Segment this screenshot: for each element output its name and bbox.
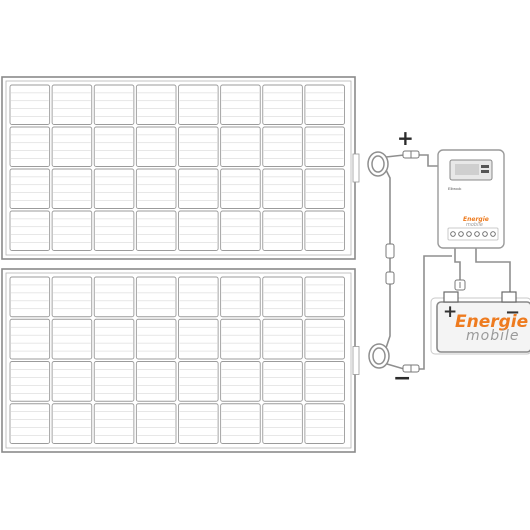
panel-bottom-cell (178, 318, 219, 360)
panel-top-cell (51, 84, 93, 125)
panel-bottom-cell (93, 403, 135, 444)
panel-top-cell (93, 168, 135, 209)
panel-top-cell (93, 84, 135, 125)
panel-bottom-cell (304, 318, 345, 360)
panel-bottom-cell (304, 276, 345, 318)
panel-top-cell (135, 84, 177, 125)
solar-panel-top (1, 76, 360, 260)
battery-brand-logo: Energie (455, 312, 529, 332)
panel-bottom-cell (135, 403, 177, 444)
panel-top-cell (304, 210, 345, 251)
panel-bottom-cell (178, 361, 219, 402)
charge-controller (437, 149, 505, 249)
panel-bottom-cell (51, 361, 93, 402)
panel-top-cell (220, 84, 261, 125)
panel-bottom-cell (304, 361, 345, 402)
panel-top-cell (262, 168, 303, 209)
panel-cable-loop-bottom (368, 343, 390, 369)
panel-bottom-cell (135, 361, 177, 402)
panel-bottom-cell (9, 276, 51, 318)
panel-bottom-cell (93, 276, 135, 318)
panel-top-cell (93, 126, 135, 167)
panel-bottom-cell (262, 318, 303, 360)
controller-model-label: Elbrock (448, 186, 462, 191)
panel-bottom-cell (9, 361, 51, 402)
panel-top-cell (51, 126, 93, 167)
panel-top-cell (9, 210, 51, 251)
panel-top-cell (9, 126, 51, 167)
solar-panel-bottom (1, 268, 360, 453)
panel-bottom-cell (178, 403, 219, 444)
panel-bottom-cell (93, 318, 135, 360)
panel-bottom-cell (51, 318, 93, 360)
panel-top-cell (262, 210, 303, 251)
panel-top-cell (51, 168, 93, 209)
panel-bottom-junction-box (352, 346, 360, 375)
battery-positive-post (443, 291, 459, 303)
panel-bottom-cell (220, 361, 261, 402)
panel-top-cell (304, 168, 345, 209)
wiring (385, 154, 511, 370)
panel-bottom-cell (93, 361, 135, 402)
controller-brand-logo: Energie (463, 216, 489, 223)
panel-top-cell (135, 168, 177, 209)
panel-bottom-cell (262, 276, 303, 318)
battery-negative-post (501, 291, 517, 303)
panel-top-cell (304, 126, 345, 167)
panel-bottom-cell (9, 318, 51, 360)
panel-top-cell (135, 126, 177, 167)
panel-top-cell (51, 210, 93, 251)
panel-bottom-cell (262, 361, 303, 402)
panel-top-cell (304, 84, 345, 125)
panel-bottom-cell (51, 403, 93, 444)
panel-bottom-cell (304, 403, 345, 444)
mc4-connectors (385, 150, 420, 373)
fuse-holder (454, 279, 466, 291)
panel-top-cell (178, 84, 219, 125)
controller-brand-subtitle: mobile (466, 222, 483, 228)
panel-top-cell (262, 84, 303, 125)
panel-bottom-cell (135, 318, 177, 360)
battery: + − (430, 291, 530, 355)
panel-top-cell (220, 168, 261, 209)
panel-bottom-cell (51, 276, 93, 318)
controller-terminal-strip (450, 231, 496, 237)
panel-top-cell (9, 168, 51, 209)
panel-bottom-cell (220, 276, 261, 318)
panel-top-cell (262, 126, 303, 167)
battery-positive-sign: + (443, 302, 457, 322)
panel-top-cell (178, 126, 219, 167)
battery-brand-subtitle: mobile (466, 328, 520, 344)
panel-top-cell (220, 126, 261, 167)
panel-bottom-cell (262, 403, 303, 444)
panel-top-cell (93, 210, 135, 251)
panel-bottom-cell (9, 403, 51, 444)
positive-polarity-label: + (397, 126, 414, 150)
panel-top-cell (135, 210, 177, 251)
panel-cable-loop-top (367, 151, 389, 177)
panel-bottom-cell (220, 403, 261, 444)
battery-negative-sign: − (505, 302, 520, 323)
panel-top-cell (178, 210, 219, 251)
negative-polarity-label: − (393, 366, 412, 391)
panel-top-cell (9, 84, 51, 125)
panel-top-cell (220, 210, 261, 251)
panel-top-junction-box (352, 153, 360, 183)
panel-bottom-cell (178, 276, 219, 318)
panel-top-cell (178, 168, 219, 209)
panel-bottom-cell (220, 318, 261, 360)
panel-bottom-cell (135, 276, 177, 318)
